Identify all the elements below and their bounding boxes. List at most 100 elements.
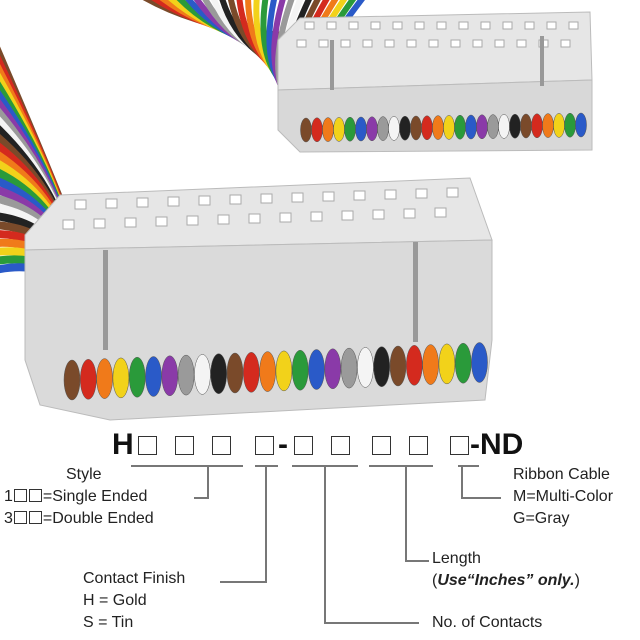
wire-end bbox=[291, 349, 309, 391]
pin-hole bbox=[362, 39, 373, 48]
pin-hole bbox=[446, 187, 459, 198]
wire-end bbox=[487, 114, 499, 139]
code-box-style-2 bbox=[175, 436, 194, 455]
wire-end bbox=[333, 117, 345, 142]
pin-hole bbox=[415, 188, 428, 199]
leader-style-h bbox=[194, 497, 209, 499]
wire-end bbox=[421, 115, 433, 141]
pin-hole bbox=[74, 199, 87, 210]
leader-length-h bbox=[405, 560, 429, 562]
contact-finish-title: Contact Finish bbox=[83, 570, 186, 587]
wire-end bbox=[63, 359, 81, 401]
pin-hole bbox=[341, 210, 354, 221]
wire-end bbox=[128, 356, 146, 398]
pin-hole bbox=[296, 39, 307, 48]
pin-hole bbox=[198, 195, 211, 206]
leader-length bbox=[405, 466, 407, 562]
style-double: 3 =Double Ended bbox=[4, 508, 154, 530]
length-note-open: ( bbox=[432, 572, 438, 589]
wire-end bbox=[357, 347, 374, 388]
leader-finish bbox=[265, 466, 267, 583]
wire-end bbox=[145, 356, 162, 397]
wire-end bbox=[355, 116, 367, 142]
leader-style bbox=[207, 466, 209, 499]
pin-hole bbox=[124, 217, 137, 228]
wire-end bbox=[438, 343, 456, 385]
pin-hole bbox=[384, 189, 397, 200]
wire-end bbox=[161, 355, 179, 397]
pin-hole bbox=[322, 191, 335, 202]
wire-end bbox=[542, 113, 554, 138]
pin-hole bbox=[560, 39, 571, 48]
pin-hole bbox=[136, 197, 149, 208]
wire-end bbox=[498, 114, 510, 139]
pin-hole bbox=[353, 190, 366, 201]
code-box-contacts-1 bbox=[294, 436, 313, 455]
pin-hole bbox=[428, 39, 439, 48]
wire-end bbox=[311, 117, 323, 143]
wire-end bbox=[454, 114, 466, 140]
ribbon-cable-assembly-image bbox=[0, 0, 593, 421]
pin-hole bbox=[291, 192, 304, 203]
leader-finish-h bbox=[220, 581, 267, 583]
wire-end bbox=[471, 342, 488, 383]
wire-end bbox=[564, 112, 576, 138]
pin-hole bbox=[304, 21, 315, 30]
connector-lower bbox=[24, 177, 493, 421]
pin-hole bbox=[502, 21, 513, 30]
code-box-length-1 bbox=[372, 436, 391, 455]
wire-end bbox=[96, 358, 113, 399]
pin-hole bbox=[406, 39, 417, 48]
contact-finish-tin: S = Tin bbox=[83, 614, 134, 631]
code-box-length-2 bbox=[409, 436, 428, 455]
underline-style bbox=[131, 465, 243, 467]
leader-ribbon-h bbox=[461, 497, 501, 499]
pin-hole bbox=[217, 214, 230, 225]
length-note-close: ) bbox=[574, 572, 580, 589]
wire-end bbox=[531, 113, 543, 139]
pin-hole bbox=[450, 39, 461, 48]
wire-end bbox=[388, 116, 400, 141]
pin-hole bbox=[414, 21, 425, 30]
pin-hole bbox=[403, 208, 416, 219]
wire-end bbox=[226, 352, 244, 394]
part-suffix: -ND bbox=[470, 428, 524, 461]
pin-hole bbox=[62, 219, 75, 230]
contact-finish-gold: H = Gold bbox=[83, 592, 147, 609]
length-note: (Use“Inches” only.) bbox=[432, 570, 580, 592]
pin-hole bbox=[516, 39, 527, 48]
wire-end bbox=[80, 359, 97, 400]
wire-end bbox=[406, 345, 423, 386]
pin-hole bbox=[392, 21, 403, 30]
part-separator: - bbox=[278, 428, 288, 461]
wire-end bbox=[389, 345, 407, 387]
wire-end bbox=[366, 116, 378, 142]
wire-end bbox=[399, 115, 411, 141]
pin-hole bbox=[340, 39, 351, 48]
wire-end bbox=[520, 113, 532, 139]
leader-ribbon bbox=[461, 466, 463, 499]
wire-end bbox=[465, 114, 477, 140]
wire-end bbox=[275, 350, 293, 392]
pin-hole bbox=[472, 39, 483, 48]
wire-end bbox=[194, 354, 211, 395]
style-double-text: =Double Ended bbox=[42, 510, 154, 527]
contacts-title: No. of Contacts bbox=[432, 614, 543, 631]
wire-end bbox=[575, 112, 587, 138]
code-box-ribbon bbox=[450, 436, 469, 455]
wire-end bbox=[454, 342, 472, 384]
pin-hole bbox=[105, 198, 118, 209]
style-double-prefix: 3 bbox=[4, 510, 13, 527]
pin-hole bbox=[370, 21, 381, 30]
underline-ribbon bbox=[458, 465, 479, 467]
pin-hole bbox=[248, 213, 261, 224]
pin-hole bbox=[372, 209, 385, 220]
pin-hole bbox=[279, 212, 292, 223]
wire-end bbox=[553, 113, 565, 138]
pin-hole bbox=[229, 194, 242, 205]
wire-end bbox=[432, 115, 444, 140]
wire-end bbox=[210, 353, 227, 394]
pin-hole bbox=[436, 21, 447, 30]
ribbon-title: Ribbon Cable bbox=[513, 466, 610, 483]
wire-end bbox=[308, 349, 325, 390]
